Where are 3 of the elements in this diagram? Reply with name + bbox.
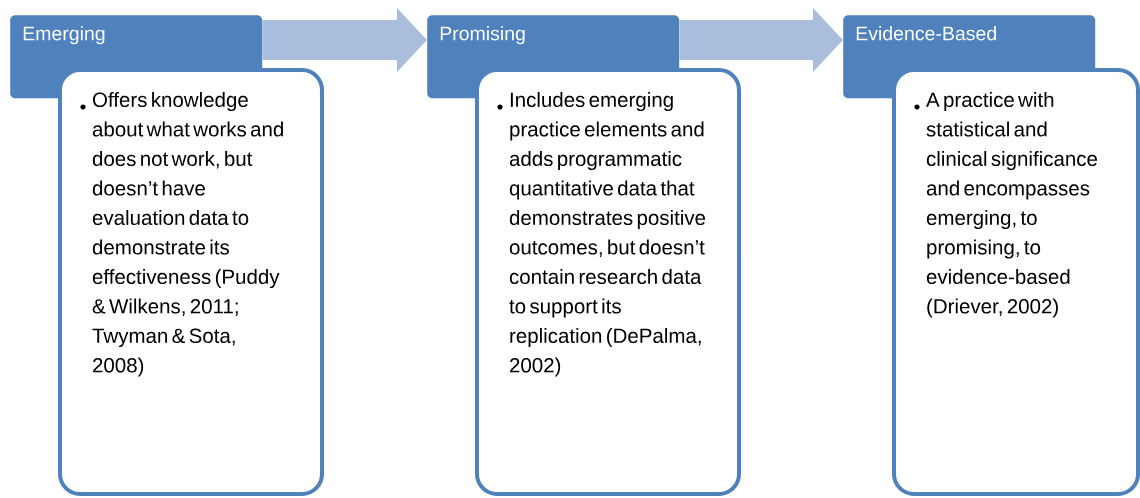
description-box: Includes emerging practice elements and adds programmatic quantitative data that demonstrates positive outcomes, but doesn’t contain research data to support its replication (DePalma, 2002): [475, 68, 741, 496]
description-box: A practice with statistical and clinical significance and encompasses emerging, to promising, to evidence-based (Driever, 2002): [892, 68, 1140, 496]
description-box: Offers knowledge about what works and does not work, but doesn’t have evaluation data to demonstrate its effectiveness (Puddy & Wilkens, 2011; Twyman & Sota, 2008): [58, 68, 324, 496]
